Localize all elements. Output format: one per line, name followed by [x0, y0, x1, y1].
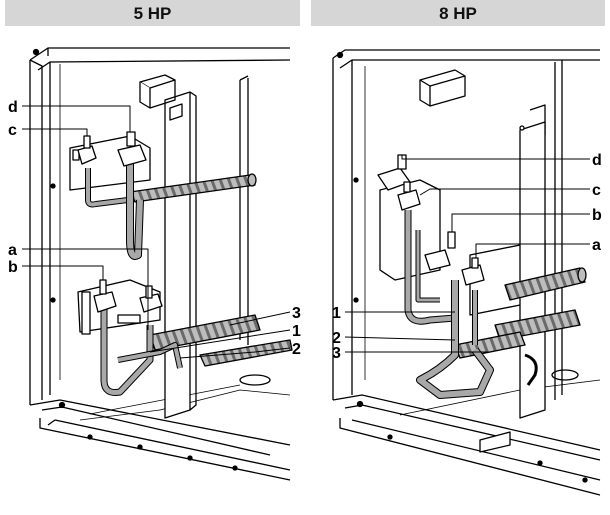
label-8hp-d: d — [592, 152, 602, 169]
label-8hp-1: 1 — [332, 305, 341, 322]
label-5hp-1: 1 — [292, 323, 301, 340]
label-5hp-c: c — [8, 122, 17, 139]
label-5hp-b: b — [8, 259, 18, 276]
label-5hp-d: d — [8, 99, 18, 116]
panel-header-8hp: 8 HP — [311, 0, 605, 26]
label-5hp-3: 3 — [292, 305, 301, 322]
label-8hp-b: b — [592, 207, 602, 224]
label-8hp-3: 3 — [332, 345, 341, 362]
label-8hp-a: a — [592, 237, 601, 254]
panel-5hp-drawing — [22, 47, 293, 481]
panel-header-5hp: 5 HP — [5, 0, 300, 26]
label-8hp-c: c — [592, 182, 601, 199]
panel-8hp-drawing — [332, 49, 601, 496]
label-8hp-2: 2 — [332, 330, 341, 347]
label-5hp-2: 2 — [292, 341, 301, 358]
label-5hp-a: a — [8, 242, 17, 259]
